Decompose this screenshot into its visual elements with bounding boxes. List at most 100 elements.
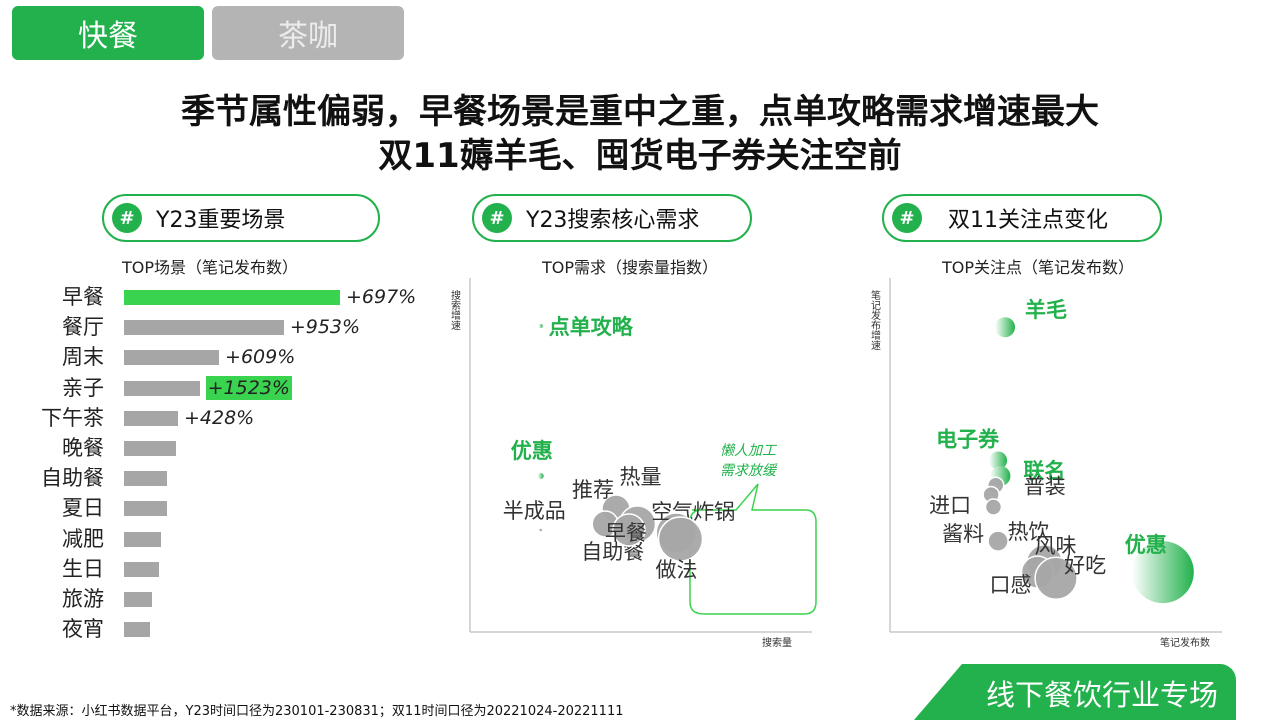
headline-line-1: 季节属性偏弱，早餐场景是重中之重，点单攻略需求增速最大 [181,92,1099,132]
bubble-label: 点单攻略 [549,315,634,339]
bubble-label: 好吃 [1064,553,1106,577]
bubble-label: 早餐 [605,521,647,545]
bar-row: 亲子 +1523% [20,373,440,403]
footer-banner: 线下餐饮行业专场 [914,664,1236,720]
bar-value-label: +697% [346,286,417,308]
pill-demand-label: Y23搜索核心需求 [526,208,700,233]
page-title: 季节属性偏弱，早餐场景是重中之重，点单攻略需求增速最大 双11薅羊毛、囤货电子券… [0,90,1280,178]
bar [124,320,284,336]
bar [124,501,168,517]
bubble [984,498,1003,516]
bar-row: 夏日 [20,493,440,523]
bubble [538,527,544,533]
bubble [987,530,1009,552]
bar-category-label: 亲子 [62,375,104,400]
footer-banner-label: 线下餐饮行业专场 [985,678,1218,712]
bubble [995,317,1016,338]
bar-category-label: 周末 [62,345,104,370]
bubble-label: 半成品 [503,499,566,523]
bar-category-label: 晚餐 [62,436,104,460]
bar-value-label: +609% [225,346,296,369]
bar-row: 旅游 [20,584,440,614]
bar [124,471,168,487]
bar-category-label: 下午茶 [41,405,104,430]
pill-double11: # 双11关注点变化 [882,194,1162,242]
subtitle-scenes: TOP场景（笔记发布数） [121,258,299,277]
bar-category-label: 夏日 [62,496,104,521]
bubble [657,516,704,562]
bar-category-label: 旅游 [62,587,104,611]
bubble-label: 空气炸锅 [651,500,735,524]
bar-row: 减肥 [20,524,440,554]
hashtag-icon: # [482,203,512,233]
bubble [612,513,646,547]
y-axis-label: 搜索增速 [449,289,461,330]
bubble [1034,556,1078,601]
x-axis-label: 笔记发布数 [1160,636,1210,649]
bubble [1131,541,1194,604]
bar-row: 晚餐 [20,433,440,463]
bar-row: 下午茶 +428% [20,403,440,433]
pill-double11-label: 双11关注点变化 [948,208,1108,233]
bar-value-label: +953% [289,316,361,339]
bar [124,531,161,547]
bar-category-label: 自助餐 [41,466,104,491]
headline-line-2: 双11薅羊毛、囤货电子券关注空前 [378,136,902,176]
bubble-label: 普装 [1024,474,1066,498]
bar-category-label: 早餐 [62,285,104,309]
bubble-label: 优惠 [511,439,553,463]
data-source-note: *数据来源：小红书数据平台，Y23时间口径为230101-230831；双11时… [10,704,624,719]
bar [124,592,153,607]
bar [124,561,159,577]
bubble [537,473,544,479]
callout-box [689,483,817,615]
bar-row: 餐厅 +953% [20,312,440,342]
tab-fast-food[interactable]: 快餐 [12,6,204,60]
bar [124,380,200,396]
bar-category-label: 夜宵 [62,617,104,642]
bar-row: 夜宵 [20,614,440,644]
hashtag-icon: # [892,203,922,233]
demand-bubble-chart: 搜索增速 搜索量 懒人加工 需求放缓 点单攻略优惠半成品推荐热量自助餐早餐空气炸… [449,278,817,649]
subtitle-double11: TOP关注点（笔记发布数） [941,258,1135,277]
subtitle-demand: TOP需求（搜索量指数） [541,258,719,277]
bar-row: 自助餐 [20,463,440,493]
bubble-label: 优惠 [1125,533,1167,557]
bar-row: 早餐 +697% [20,282,440,312]
bubble-label: 酱料 [942,522,984,546]
bubble-label: 电子券 [936,428,1000,452]
pill-scenes-label: Y23重要场景 [156,208,286,233]
bubble-label: 羊毛 [1025,298,1067,322]
double11-bubble-chart: 笔记发布增速 笔记发布数 羊毛电子券联名普装进口热饮酱料风味口感 好吃优惠 [869,278,1222,649]
hashtag-icon: # [112,203,142,233]
bubble-label: 联名 [1023,459,1065,483]
tab-tea-coffee[interactable]: 茶咖 [212,6,404,60]
bar [124,290,340,305]
bar-category-label: 减肥 [62,526,104,551]
bubble [989,451,1008,470]
callout-line-2: 需求放缓 [720,463,778,479]
bubble [538,324,543,328]
pill-scenes: # Y23重要场景 [102,194,380,242]
bar-category-label: 餐厅 [62,315,104,340]
bar [124,441,176,456]
bubble-label: 进口 [929,494,971,518]
bubble-label: 热饮 [1007,520,1049,544]
bar-row: 周末 +609% [20,342,440,372]
bubble-label: 推荐 [572,478,614,502]
pill-demand: # Y23搜索核心需求 [472,194,752,242]
bar [124,350,220,366]
y-axis-label: 笔记发布增速 [869,289,881,350]
bar-category-label: 生日 [62,556,104,581]
bubble-label: 风味 [1034,534,1076,558]
bubble-label: 做法 [656,558,698,582]
bar-row: 生日 [20,554,440,584]
bubble-label: 口感 [990,573,1032,597]
callout-line-1: 懒人加工 [720,443,778,459]
bar-value-label: +1523% [205,375,292,400]
bar [124,622,150,638]
x-axis-label: 搜索量 [762,636,792,649]
bubble-label: 热量 [620,465,662,489]
bar-value-label: +428% [184,406,255,429]
bar [124,410,178,426]
